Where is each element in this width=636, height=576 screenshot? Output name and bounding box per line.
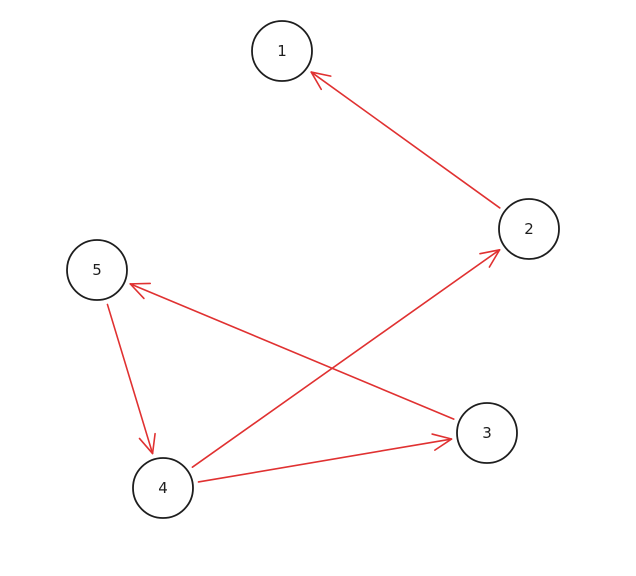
edge-3-to-5 <box>129 282 455 420</box>
node-1[interactable]: 1 <box>251 20 313 82</box>
arrowhead-icon <box>431 433 453 451</box>
arrowhead-icon <box>129 282 152 300</box>
edge-line <box>197 438 453 483</box>
node-5[interactable]: 5 <box>66 239 128 301</box>
node-4[interactable]: 4 <box>132 457 194 519</box>
node-2[interactable]: 2 <box>498 198 560 260</box>
edges-layer <box>106 71 501 483</box>
edge-4-to-2 <box>191 248 501 469</box>
edge-4-to-3 <box>197 433 453 483</box>
node-3-label: 3 <box>482 424 492 442</box>
arrowhead-icon <box>138 432 156 455</box>
arrowhead-icon <box>479 248 501 268</box>
edge-5-to-4 <box>106 303 156 455</box>
node-3[interactable]: 3 <box>456 402 518 464</box>
edge-line <box>129 283 455 420</box>
edge-2-to-1 <box>310 71 501 209</box>
node-4-label: 4 <box>158 479 168 497</box>
node-2-label: 2 <box>524 220 534 238</box>
nodes-layer: 1 2 3 4 5 <box>66 20 560 519</box>
node-1-label: 1 <box>277 42 287 60</box>
edge-line <box>106 303 154 455</box>
edge-line <box>310 71 501 209</box>
arrowhead-icon <box>310 71 332 91</box>
edge-line <box>191 248 501 469</box>
node-5-label: 5 <box>92 261 102 279</box>
